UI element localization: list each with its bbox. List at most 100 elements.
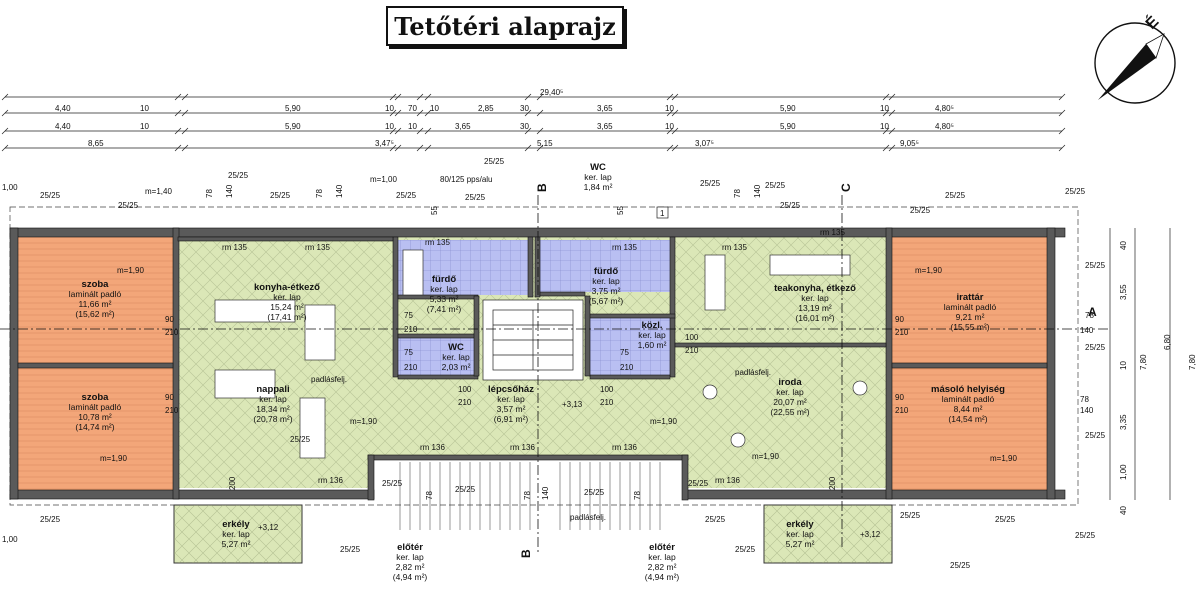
room-area: 2,03 m² [442, 362, 471, 372]
page-title: Tetőtéri alaprajz [386, 6, 624, 46]
label-rm-5: rm 135 [722, 243, 747, 252]
label-window-17: 25/25 [455, 485, 476, 494]
room-floor: ker. lap [396, 552, 424, 562]
label-window-3: 25/25 [228, 171, 249, 180]
dimension-tick [671, 93, 679, 101]
label-door-210-9: 210 [620, 363, 634, 372]
dim-right-outer: 7,80 [1188, 354, 1197, 370]
room-area-gross: (16,01 m²) [795, 313, 834, 323]
label-skylight-6: 78 [633, 491, 642, 500]
dimension-tick [1, 93, 9, 101]
room-area: 10,78 m² [78, 412, 112, 422]
room-name: fürdő [432, 274, 456, 285]
room-area: 20,07 m² [773, 397, 807, 407]
dimension-tick [524, 144, 532, 152]
dimension-tick [181, 93, 189, 101]
label-door-100-1: 100 [458, 385, 472, 394]
section-c-label: C [839, 183, 853, 192]
balcony-left-hatch [174, 505, 302, 563]
room-name: teakonyha, étkező [774, 283, 856, 294]
label-skylight2-4: 140 [541, 486, 550, 500]
dimension-tick [416, 109, 424, 117]
room-name: előtér [397, 542, 423, 553]
label-door-75-2: 75 [404, 348, 413, 357]
dimension-tick [1058, 93, 1066, 101]
dimension-tick [524, 109, 532, 117]
dimension-tick [888, 93, 896, 101]
room-szoba1-lines [18, 237, 173, 363]
room-floor: ker. lap [430, 284, 458, 294]
dimension-tick [1, 109, 9, 117]
room-floor: ker. lap [776, 387, 804, 397]
walls [9, 227, 1066, 501]
room-area-gross: (15,62 m²) [75, 309, 114, 319]
label-window-21: 25/25 [900, 511, 921, 520]
dimension-tick [174, 109, 182, 117]
label-elev-3: +3,12 [860, 530, 881, 539]
dim-row1-1: 10 [140, 104, 149, 113]
entry-stairs [399, 462, 661, 530]
dimension-tick [394, 93, 402, 101]
room-name: konyha-étkező [254, 282, 320, 293]
dimension-tick [174, 127, 182, 135]
dim-right-part-3: 10 [1119, 361, 1128, 370]
marker-1: 1 [660, 209, 665, 218]
room-area: 9,21 m² [956, 312, 985, 322]
dimension-tick [174, 93, 182, 101]
dim-row3-0: 8,65 [88, 139, 104, 148]
section-lines [0, 195, 1110, 555]
dimension-tick [524, 93, 532, 101]
dimension-tick [389, 93, 397, 101]
label-door-210-10: 210 [685, 346, 699, 355]
room-area: 1,84 m² [584, 182, 613, 192]
room-area-gross: (22,55 m²) [770, 407, 809, 417]
dim-row1-12: 4,80⁵ [935, 104, 954, 113]
room-floor: ker. lap [638, 330, 666, 340]
room-floor: ker. lap [801, 293, 829, 303]
label-skylight2-3: 140 [753, 184, 762, 198]
label-elev-2: +3,12 [258, 523, 279, 532]
label-vent: 80/125 pps/alu [440, 175, 493, 184]
room-name: szoba [82, 392, 110, 403]
label-padlas-1: padlásfelj. [311, 375, 347, 384]
dimension-tick [536, 127, 544, 135]
room-area: 5,27 m² [222, 539, 251, 549]
label-door-75-3: 75 [620, 348, 629, 357]
room-name: előtér [649, 542, 675, 553]
label-window-26: 25/25 [1075, 531, 1096, 540]
room-masolo-lines [892, 368, 1047, 490]
room-name: szoba [82, 279, 110, 290]
dimension-tick [671, 109, 679, 117]
room-floor: ker. lap [584, 172, 612, 182]
dimension-tick [888, 144, 896, 152]
label-door-100-2: 100 [600, 385, 614, 394]
dim-right-small-6: 140 [1080, 406, 1094, 415]
room-floor: laminált padló [942, 394, 995, 404]
balcony-right-hatch [764, 505, 892, 563]
dimension-tick [882, 109, 890, 117]
room-name: erkély [786, 519, 814, 530]
room-szoba2-lines [18, 368, 173, 490]
dimension-tick [524, 127, 532, 135]
dim-row3-2: 5,15 [537, 139, 553, 148]
dimension-tick [389, 127, 397, 135]
dim-right-left: 7,80 [1139, 354, 1148, 370]
dim-row2-5: 3,65 [455, 122, 471, 131]
dim-row3-1: 3,47⁵ [375, 139, 394, 148]
dim-row2-9: 5,90 [780, 122, 796, 131]
room-name: erkély [222, 519, 250, 530]
dimension-tick [666, 144, 674, 152]
room-floor: ker. lap [786, 529, 814, 539]
dimension-tick [888, 127, 896, 135]
dimension-tick [1, 144, 9, 152]
dim-right-part-1: 40 [1119, 241, 1128, 250]
label-window-4: 25/25 [270, 191, 291, 200]
dim-row1-7: 30 [520, 104, 529, 113]
dim-row3-3: 3,07⁵ [695, 139, 714, 148]
room-floor: laminált padló [944, 302, 997, 312]
dim-row3-4: 9,05⁵ [900, 139, 919, 148]
